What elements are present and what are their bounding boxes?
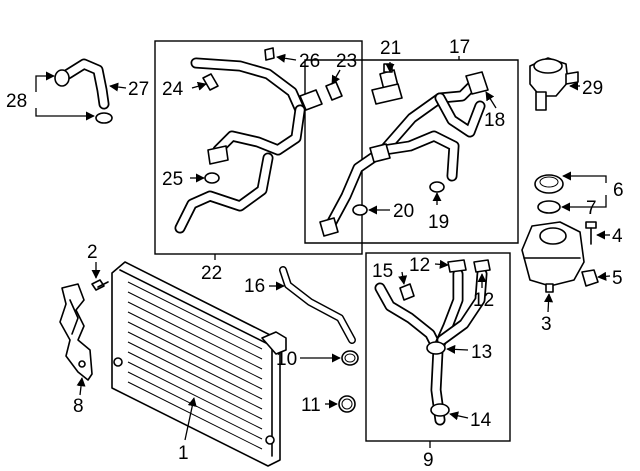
callout-7: 7 (586, 198, 597, 219)
bolt-4 (585, 221, 597, 245)
hose-kit-22-parts (174, 47, 343, 234)
o-ring-11 (338, 395, 356, 413)
reservoir-cap-6 (534, 174, 564, 194)
hose-kit-9-parts (374, 259, 491, 426)
o-ring-10 (341, 350, 359, 366)
callout-26: 26 (299, 51, 320, 72)
hose-kit-17-parts (319, 71, 489, 237)
hose-kit-9-box (365, 252, 511, 442)
callout-28: 28 (6, 91, 27, 112)
bolt-2 (91, 279, 109, 291)
callout-12a: 12 (409, 255, 430, 276)
sensor-21 (371, 63, 403, 105)
aux-water-pump-29 (529, 57, 579, 111)
callout-21: 21 (380, 38, 401, 59)
callout-9: 9 (423, 450, 434, 471)
callout-5: 5 (612, 268, 623, 289)
small-hose-16 (279, 266, 356, 344)
o-ring-11-inner (341, 398, 353, 410)
callout-1: 1 (178, 443, 189, 464)
callout-10: 10 (276, 349, 297, 370)
callout-6: 6 (613, 180, 624, 201)
callout-17: 17 (449, 37, 470, 58)
callout-4: 4 (612, 226, 623, 247)
callout-23: 23 (336, 51, 357, 72)
callout-22: 22 (201, 263, 222, 284)
callout-24: 24 (162, 79, 184, 100)
callout-29: 29 (582, 78, 603, 99)
hose-kit-22-box (154, 40, 363, 255)
callout-15: 15 (372, 261, 393, 282)
callout-11: 11 (301, 395, 321, 416)
callout-2: 2 (87, 242, 98, 263)
expansion-tank-3 (521, 221, 585, 293)
bracket-8 (59, 283, 93, 381)
callout-14: 14 (470, 410, 492, 431)
callout-18: 18 (484, 110, 505, 131)
callout-13: 13 (471, 342, 492, 363)
clip-5 (581, 269, 599, 287)
callout-25: 25 (162, 169, 183, 190)
callout-12b: 12 (473, 290, 494, 311)
callout-27: 27 (128, 79, 149, 100)
gasket-7 (537, 200, 561, 214)
callout-labels: 1 2 3 4 5 6 7 8 9 10 11 12 12 13 14 15 1… (6, 37, 624, 471)
callout-20: 20 (393, 201, 414, 222)
callout-16: 16 (244, 276, 265, 297)
hose-kit-17-box (304, 59, 519, 244)
callout-8: 8 (73, 396, 84, 417)
leader-lines (35, 53, 611, 448)
hose-27-28 (54, 58, 113, 124)
callout-19: 19 (428, 212, 449, 233)
radiator (111, 261, 287, 467)
callout-3: 3 (541, 314, 552, 335)
o-ring-10-inner (344, 353, 356, 363)
